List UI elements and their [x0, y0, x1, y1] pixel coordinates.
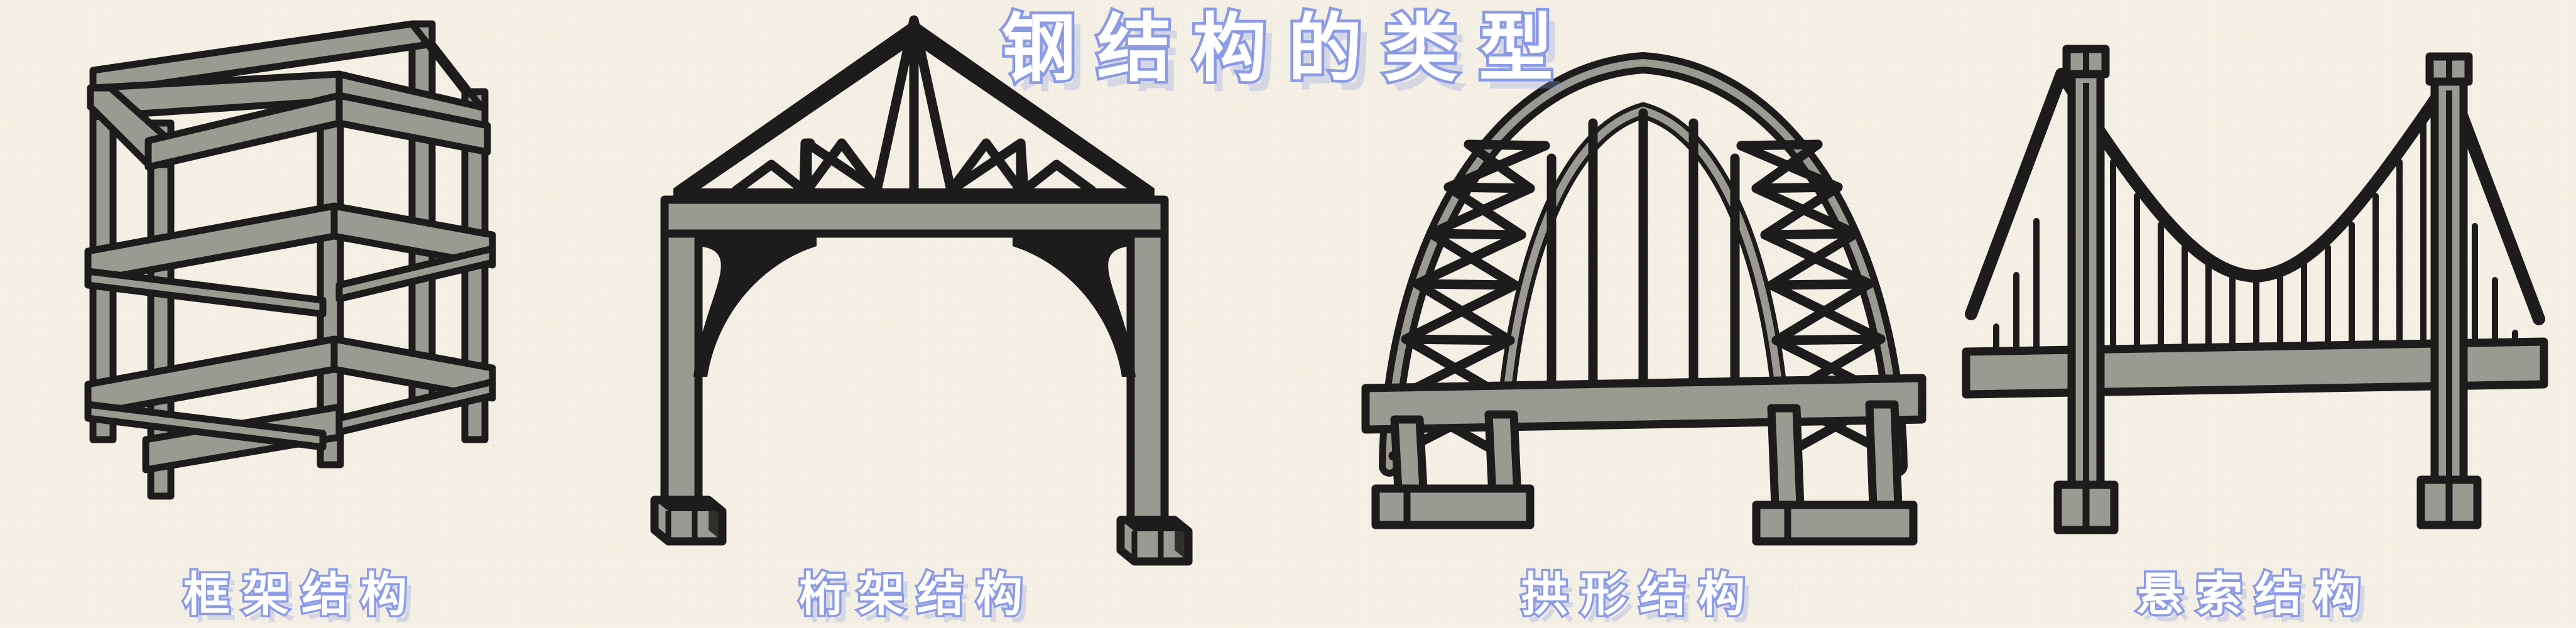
- frame-structure-icon: .bm { fill:#9a9a92; stroke:#1c1c1c; stro…: [25, 0, 578, 565]
- caption-frame-structure-text: 框架结构: [182, 566, 420, 624]
- illustration-truss-structure: .ink { fill:#1c1c1c; } .stl { fill:#9a9a…: [628, 0, 1206, 628]
- arch-structure-icon: .rib { fill:none; stroke:#1c1c1c; stroke…: [1338, 0, 1941, 553]
- illustration-suspension-structure: .cab { fill:none; stroke:#1c1c1c; stroke…: [1960, 0, 2550, 628]
- illustration-frame-structure: .bm { fill:#9a9a92; stroke:#1c1c1c; stro…: [25, 0, 578, 628]
- caption-suspension-structure: 悬索结构: [1960, 566, 2550, 624]
- truss-structure-icon: .ink { fill:#1c1c1c; } .stl { fill:#9a9a…: [628, 0, 1206, 566]
- caption-arch-structure: 拱形结构: [1338, 566, 1941, 624]
- caption-arch-structure-text: 拱形结构: [1519, 566, 1758, 624]
- illustration-arch-structure: .rib { fill:none; stroke:#1c1c1c; stroke…: [1338, 0, 1941, 628]
- suspension-bridge-icon: .cab { fill:none; stroke:#1c1c1c; stroke…: [1960, 0, 2550, 553]
- caption-truss-structure: 桁架结构: [628, 566, 1206, 624]
- caption-truss-structure-text: 桁架结构: [797, 566, 1035, 624]
- caption-frame-structure: 框架结构: [25, 566, 578, 624]
- caption-suspension-structure-text: 悬索结构: [2135, 566, 2373, 624]
